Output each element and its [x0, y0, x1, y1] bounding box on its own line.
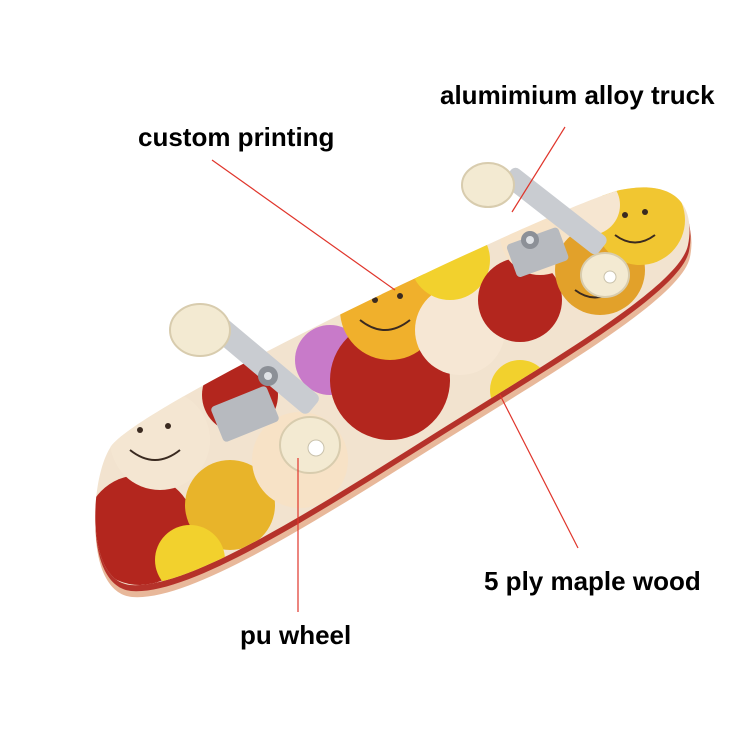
- callout-line-printing: [211, 159, 396, 291]
- callout-lines: [211, 126, 579, 612]
- label-aluminium-alloy-truck: alumimium alloy truck: [440, 80, 715, 110]
- deck-graphic: [95, 187, 690, 586]
- wheel-front-left: [169, 303, 231, 357]
- wheel-back-left: [461, 162, 515, 208]
- label-maple-wood: 5 ply maple wood: [484, 566, 701, 596]
- callout-line-truck: [511, 126, 566, 213]
- label-custom-printing: custom printing: [138, 122, 335, 152]
- callout-line-wood: [499, 394, 579, 549]
- wheel-front-right: [279, 416, 341, 474]
- truck-back: [503, 167, 607, 278]
- truck-front: [201, 310, 319, 442]
- wheel-back-right: [580, 252, 630, 298]
- label-pu-wheel: pu wheel: [240, 620, 352, 650]
